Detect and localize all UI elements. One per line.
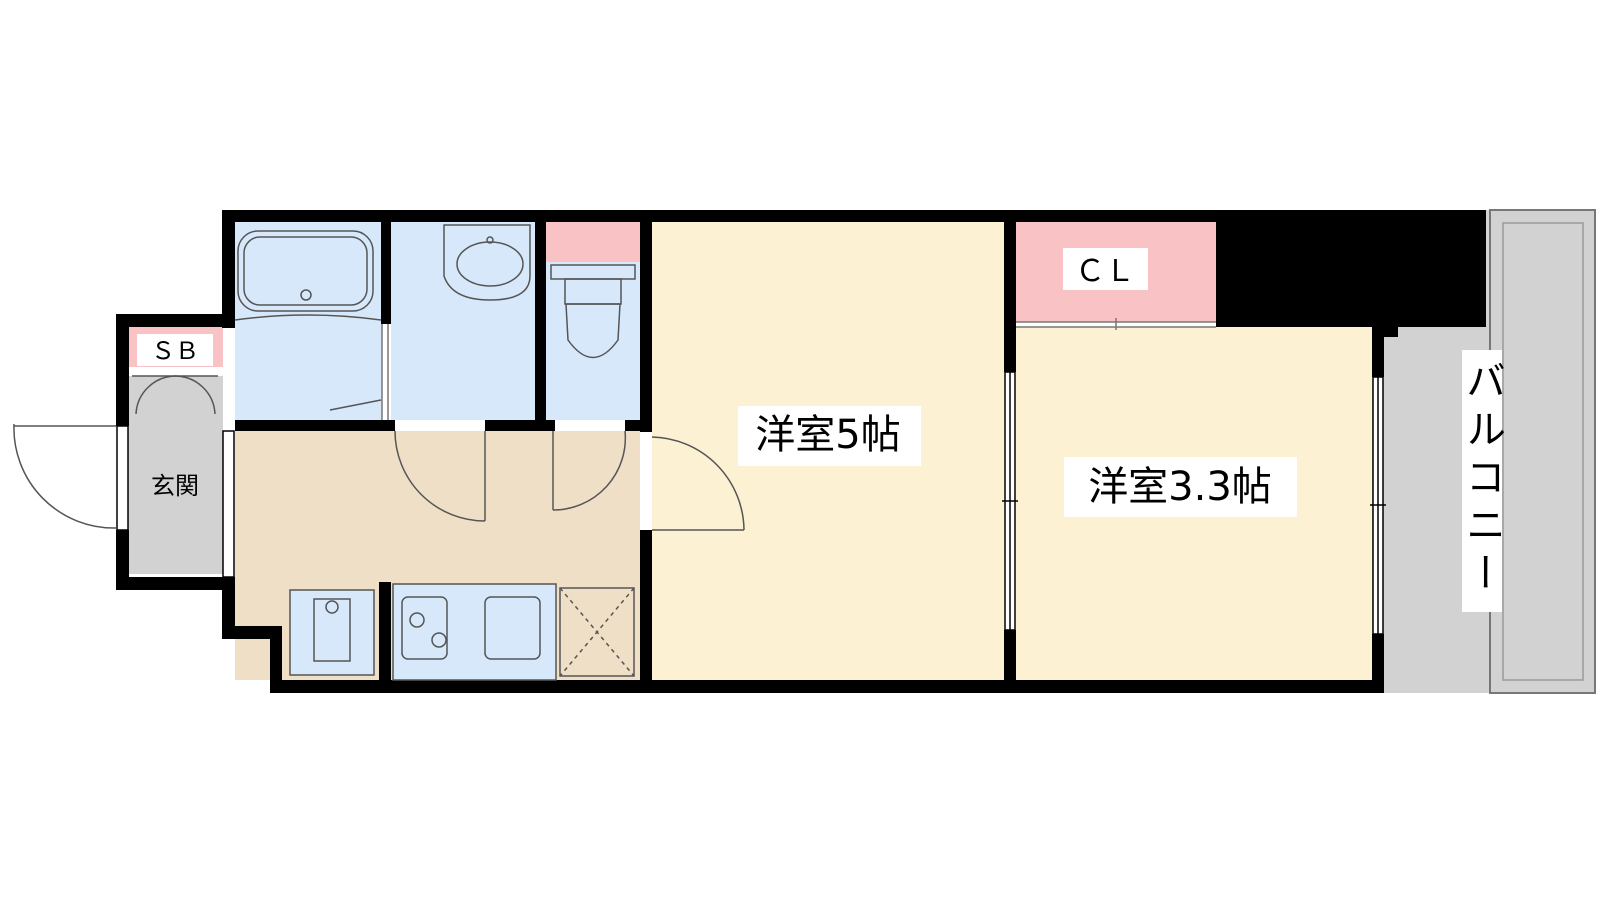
- closet-label: ＣＬ: [1075, 254, 1135, 289]
- bathroom: [235, 222, 382, 420]
- toilet-shelf: [546, 222, 640, 262]
- entrance-label: 玄関: [151, 472, 199, 500]
- balcony-label: バルコニー: [1459, 360, 1505, 600]
- washing-machine-space: [289, 589, 375, 676]
- door-swings: [13, 375, 745, 531]
- refrigerator-space: [559, 587, 635, 677]
- entrance-floor: [128, 376, 223, 574]
- western-room-1-label: 洋室5帖: [755, 412, 900, 458]
- toilet-fixture: [550, 264, 636, 359]
- windows: [116, 318, 1386, 635]
- walls: [116, 210, 1486, 693]
- washbasin: [443, 224, 531, 301]
- kitchen-counter: [392, 583, 557, 681]
- bathtub: [234, 230, 382, 321]
- shoe-box-label: ＳＢ: [151, 337, 199, 365]
- western-room-2-label: 洋室3.3帖: [1088, 464, 1272, 510]
- washroom: [391, 222, 535, 420]
